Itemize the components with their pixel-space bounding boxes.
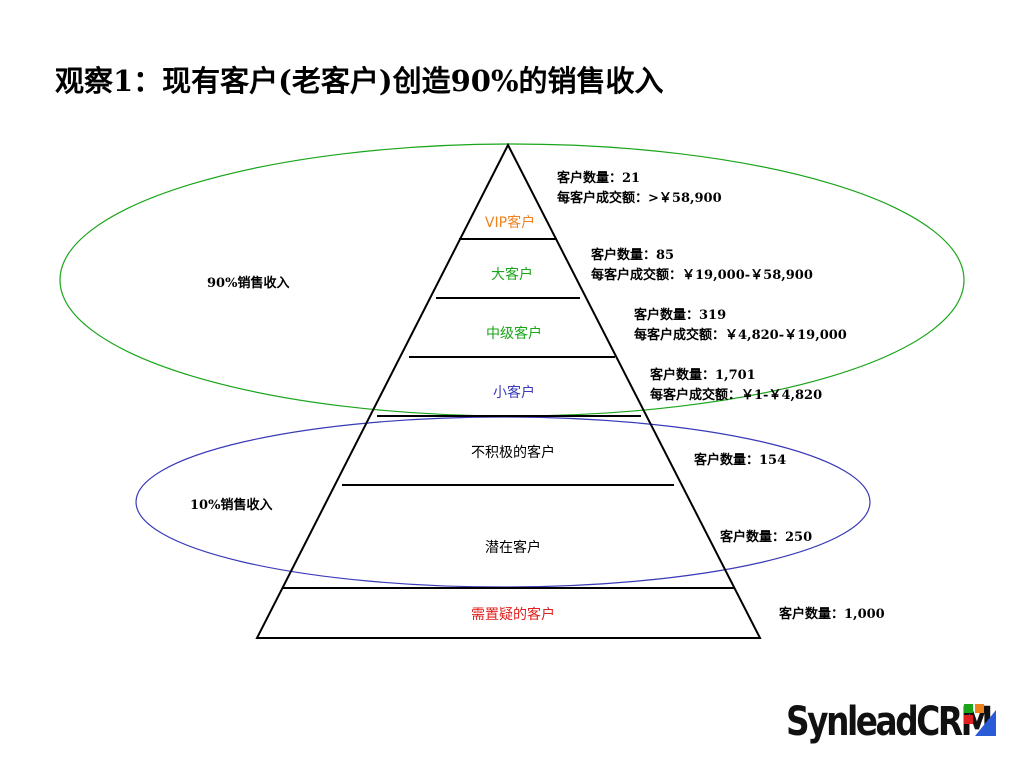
tier-info-potential: 客户数量：250 bbox=[720, 528, 812, 548]
deal-amount: 每客户成交额：￥4,820-￥19,000 bbox=[634, 328, 847, 343]
customer-count: 客户数量：21 bbox=[557, 171, 641, 186]
tier-label-medium: 中级客户 bbox=[486, 326, 542, 342]
pyramid-outline bbox=[255, 142, 762, 639]
tier-label-potential: 潜在客户 bbox=[485, 540, 541, 556]
tier-info-medium: 客户数量：319 每客户成交额：￥4,820-￥19,000 bbox=[634, 306, 847, 346]
logo-square-red bbox=[964, 715, 973, 724]
deal-amount: 每客户成交额：>￥58,900 bbox=[557, 191, 722, 206]
tier-info-vip: 客户数量：21 每客户成交额：>￥58,900 bbox=[557, 169, 722, 209]
logo-wordmark: SynleadCRM bbox=[786, 699, 993, 745]
tier-info-large: 客户数量：85 每客户成交额：￥19,000-￥58,900 bbox=[591, 246, 813, 286]
logo-checkmark-icon bbox=[964, 704, 996, 736]
tier-label-vip: VIP客户 bbox=[484, 215, 536, 231]
tier-label-questionable: 需置疑的客户 bbox=[471, 607, 555, 623]
tier-label-large: 大客户 bbox=[491, 267, 533, 283]
ring-label-10-percent: 10%销售收入 bbox=[190, 498, 273, 513]
tier-label-inactive: 不积极的客户 bbox=[471, 445, 555, 461]
deal-amount: 每客户成交额：￥1-￥4,820 bbox=[650, 388, 823, 403]
tier-label-small: 小客户 bbox=[493, 385, 535, 401]
customer-count: 客户数量：154 bbox=[694, 453, 787, 468]
customer-count: 客户数量：1,701 bbox=[650, 368, 756, 383]
slide-title: 观察1：现有客户(老客户)创造90%的销售收入 bbox=[55, 64, 664, 98]
customer-count: 客户数量：319 bbox=[634, 308, 727, 323]
customer-count: 客户数量：250 bbox=[720, 530, 813, 545]
customer-count: 客户数量：85 bbox=[591, 248, 675, 263]
customer-count: 客户数量：1,000 bbox=[779, 607, 885, 622]
logo-square-green bbox=[964, 704, 973, 713]
deal-amount: 每客户成交额：￥19,000-￥58,900 bbox=[591, 268, 813, 283]
logo-check-shape bbox=[975, 710, 996, 736]
ring-label-90-percent: 90%销售收入 bbox=[207, 276, 290, 291]
logo-square-orange bbox=[975, 704, 984, 713]
tier-info-inactive: 客户数量：154 bbox=[694, 451, 786, 471]
synleadcrm-logo: SynleadCRM bbox=[786, 696, 1024, 748]
tier-info-small: 客户数量：1,701 每客户成交额：￥1-￥4,820 bbox=[650, 366, 822, 406]
tier-info-questionable: 客户数量：1,000 bbox=[779, 605, 885, 625]
